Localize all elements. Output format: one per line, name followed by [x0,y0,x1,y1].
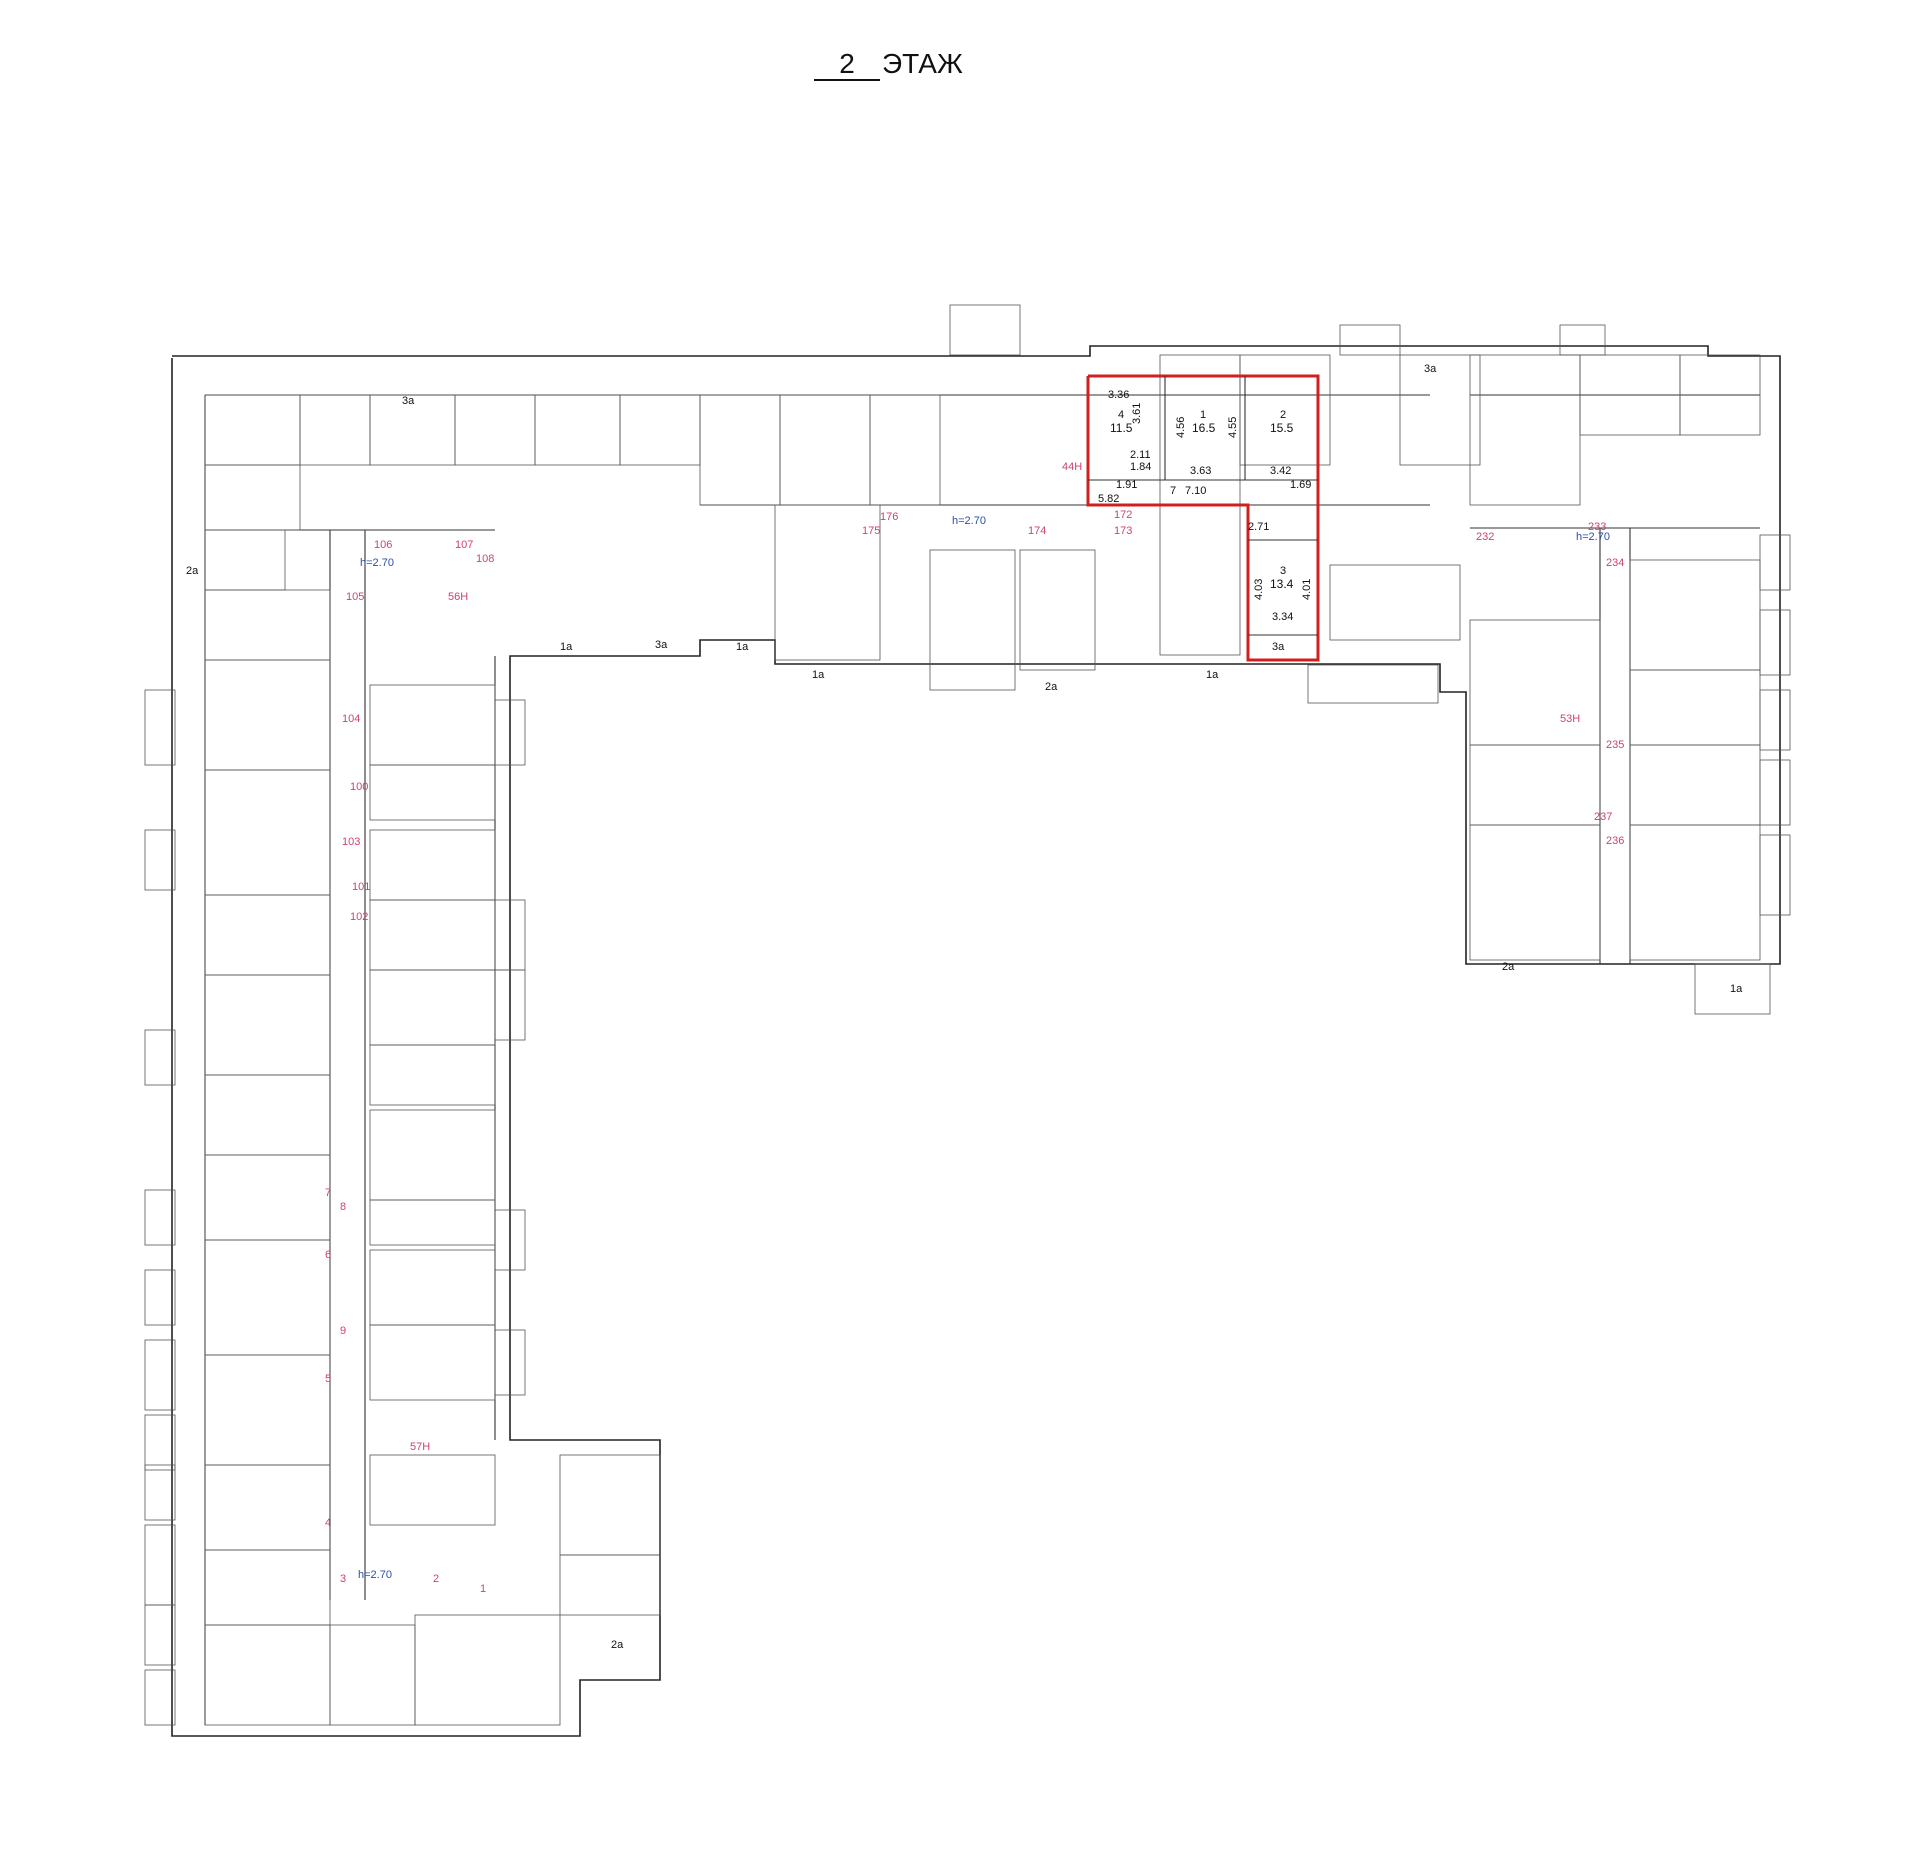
apt-dim-8: 3.63 [1190,465,1211,477]
balcony-label: 3а [1424,363,1437,375]
building-outline [171,345,1781,1737]
apt-dim-10: 5.82 [1098,493,1119,505]
section-code: 56Н [448,591,468,603]
entry-number-6: 6 [325,1249,331,1261]
entry-number-3: 3 [340,1573,346,1585]
entry-number-1: 1 [480,1583,486,1595]
apt-dim-15: 4.01 [1301,579,1313,600]
balcony-label: 3а [655,639,668,651]
floor-number: 2 [814,49,880,81]
apt-dim-3: 4.56 [1175,417,1187,438]
entry-number-100: 100 [350,781,368,793]
apt-dim-6: 1.84 [1130,461,1151,473]
entry-number-2: 2 [433,1573,439,1585]
apt-dim-4: 4.55 [1227,417,1239,438]
section-code: 57Н [410,1441,430,1453]
apt-dim-13: 1.69 [1290,479,1311,491]
entry-number-8: 8 [340,1201,346,1213]
balcony-outlines [144,304,1791,1726]
entry-number-236: 236 [1606,835,1624,847]
entry-number-175: 175 [862,525,880,537]
apt-dim-7: 1.91 [1116,479,1137,491]
annotations: h=2.70 h=2.70 h=2.70 h=2.70 44Н 53Н 56Н … [358,461,1610,1581]
apt-dim-1: 3.36 [1108,389,1129,401]
apt-room-number-3: 2 [1280,409,1286,421]
apt-dim-9: 3.42 [1270,465,1291,477]
entry-number-237: 237 [1594,811,1612,823]
apt-room-area-3: 15.5 [1270,421,1294,435]
apt-dim-5: 2.11 [1130,449,1151,461]
entry-number-5: 5 [325,1373,331,1385]
balcony-label: 2а [1045,681,1058,693]
ceiling-height-label: h=2.70 [1576,531,1610,543]
apt-room-number-6: 3а [1272,641,1285,653]
entry-number-232: 232 [1476,531,1494,543]
balcony-label: 1а [812,669,825,681]
apt-room-number-4: 3 [1280,565,1286,577]
apt-dim-11: 7.10 [1185,485,1206,497]
apt-dim-14: 4.03 [1253,579,1265,600]
apt-room-number-2: 1 [1200,409,1206,421]
balcony-label: 1а [1206,669,1219,681]
entry-number-101: 101 [352,881,370,893]
balcony-label: 3а [402,395,415,407]
top-wing-rooms [699,354,1761,961]
ceiling-height-label: h=2.70 [358,1569,392,1581]
entry-number-233: 233 [1588,521,1606,533]
entry-number-104: 104 [342,713,360,725]
entry-number-172: 172 [1114,509,1132,521]
ceiling-height-label: h=2.70 [360,557,394,569]
balcony-label: 2а [1502,961,1515,973]
entry-number-107: 107 [455,539,473,551]
entry-number-9: 9 [340,1325,346,1337]
balcony-labels: 1а 1а 1а 1а 1а 2а 2а 2а 2а 3а 3а 3а [186,363,1743,1651]
floor-label: ЭТАЖ [882,48,963,79]
balcony-label: 2а [611,1639,624,1651]
highlighted-apartment[interactable]: 3.36 3.61 4.56 4.55 2.11 1.84 1.91 3.63 … [1086,374,1320,662]
apt-room-area-4: 13.4 [1270,577,1294,591]
entry-number-173: 173 [1114,525,1132,537]
ceiling-height-label: h=2.70 [952,515,986,527]
entry-number-4: 4 [325,1517,331,1529]
apt-dim-2: 3.61 [1131,403,1143,424]
entry-number-labels: 1 2 3 4 5 6 7 8 9 100 101 102 103 104 10… [325,509,1624,1595]
balcony-label: 1а [560,641,573,653]
balcony-label: 1а [1730,983,1743,995]
entry-number-7: 7 [325,1187,331,1199]
entry-number-102: 102 [350,911,368,923]
entry-number-174: 174 [1028,525,1046,537]
entry-number-108: 108 [476,553,494,565]
apt-dim-12: 2.71 [1248,521,1269,533]
balcony-label: 2а [186,565,199,577]
entry-number-103: 103 [342,836,360,848]
apt-dim-16: 3.34 [1272,611,1293,623]
entry-number-105: 105 [346,591,364,603]
entry-number-234: 234 [1606,557,1624,569]
balcony-label: 1а [736,641,749,653]
section-code: 53Н [1560,713,1580,725]
entry-number-106: 106 [374,539,392,551]
entry-number-235: 235 [1606,739,1624,751]
apt-room-area-1: 11.5 [1110,421,1133,435]
left-wing-rooms [204,394,701,1726]
apt-room-number-1: 4 [1118,409,1124,421]
section-code: 44Н [1062,461,1082,473]
apt-room-area-2: 16.5 [1192,421,1216,435]
entry-number-176: 176 [880,511,898,523]
apt-room-number-5: 7 [1170,485,1176,497]
